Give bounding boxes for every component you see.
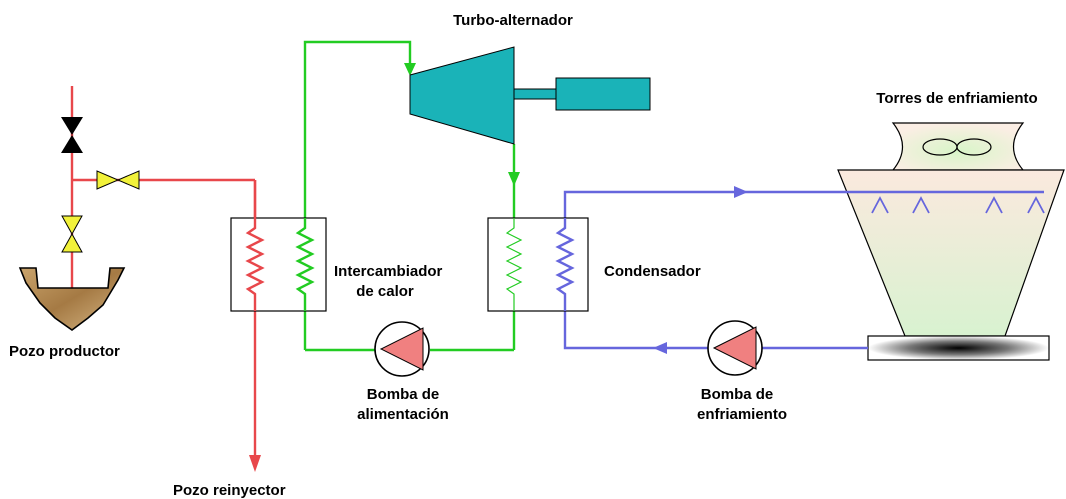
feed-pump[interactable] [374,321,430,377]
tower-body [837,169,1065,337]
label-bomba-alim-2: alimentación [357,406,449,423]
cooling-tower [837,122,1065,361]
label-condensador: Condensador [604,263,701,280]
cooling-pump[interactable] [707,320,763,376]
main-valve[interactable] [61,117,83,153]
tower-fan-right [956,138,992,156]
label-turbo-alternador: Turbo-alternador [453,12,573,29]
label-intercambiador-1: Intercambiador [334,263,443,280]
return-arrow [653,342,667,354]
working-fluid-lines [303,40,516,352]
turbine-inlet-arrow [404,63,416,76]
cond-blue-coil [555,218,575,311]
turbo-alternator [409,46,651,145]
geothermal-lines [70,86,257,462]
condenser-inlet-arrow [508,172,520,186]
tower-top-shell [891,122,1025,171]
shaft [513,88,557,100]
label-pozo-productor: Pozo productor [9,343,120,360]
side-valve[interactable] [96,170,140,190]
label-bomba-alim-1: Bomba de [367,386,440,403]
label-bomba-enfr-1: Bomba de [701,386,774,403]
hx-red-coil [245,218,265,311]
label-intercambiador-2: de calor [356,283,414,300]
generator [555,77,651,111]
heat-exchanger [230,180,327,312]
condenser [487,217,589,312]
production-well-ground [18,267,126,331]
hx-green-coil [295,218,315,311]
label-torres: Torres de enfriamiento [876,90,1037,107]
label-pozo-reinyector: Pozo reinyector [173,482,286,499]
tower-inlet-arrow [734,186,748,198]
turbine [409,46,515,145]
reinjection-arrow [249,455,261,472]
label-bomba-enfr-2: enfriamiento [697,406,787,423]
tower-basin [867,335,1050,361]
cond-green-coil [505,218,523,311]
spray-nozzles [871,196,1045,214]
lower-valve[interactable] [61,215,83,253]
